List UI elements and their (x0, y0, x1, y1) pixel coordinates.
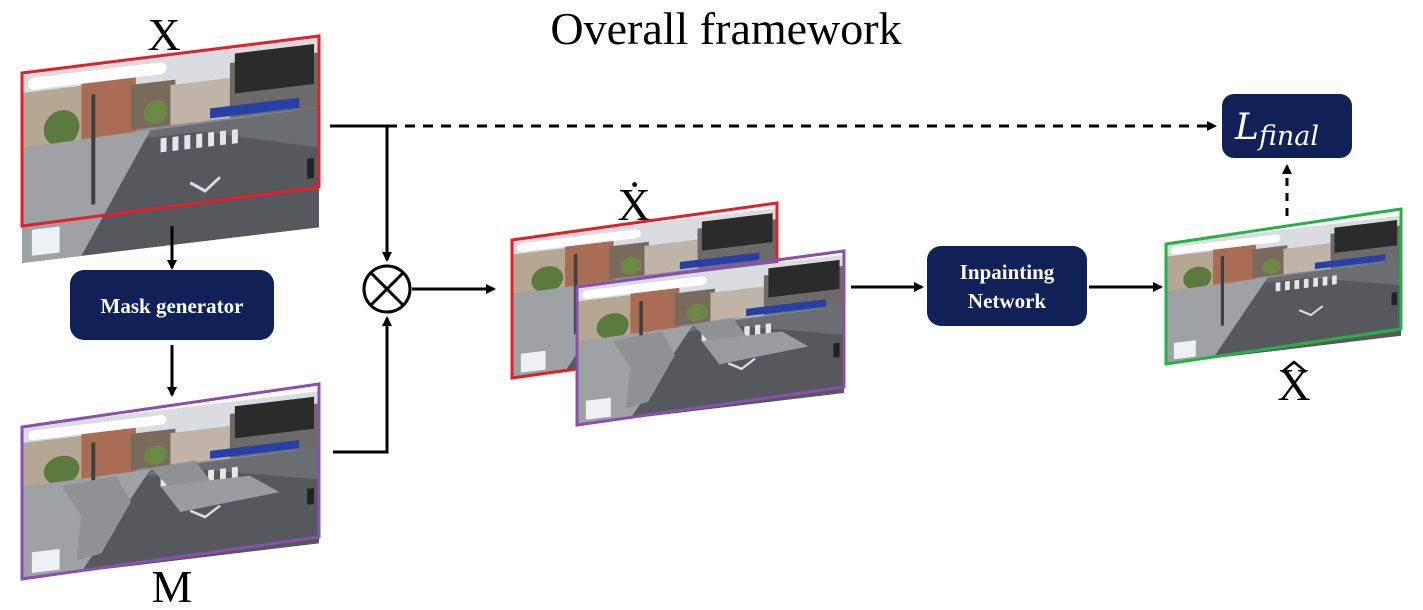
loss-base: L (1234, 107, 1259, 148)
loss-final-box: Lfinal (1222, 94, 1352, 158)
mask-generator-label: Mask generator (101, 294, 244, 318)
input-image-x (20, 34, 321, 263)
inpainting-label-line1: Inpainting (960, 260, 1055, 284)
mask-image-m (20, 382, 321, 581)
inpainting-network-box: Inpainting Network (927, 246, 1087, 326)
output-image-x-hat (1164, 207, 1403, 366)
loss-subscript: final (1257, 121, 1319, 152)
loss-label: Lfinal (1234, 107, 1319, 152)
diagram-title: Overall framework (550, 3, 901, 54)
connector-x-to-multiply (330, 124, 392, 262)
label-x: X (147, 9, 180, 60)
mask-generator-box: Mask generator (70, 270, 274, 340)
stacked-image-masked (575, 249, 846, 427)
inpainting-label-line2: Network (968, 289, 1046, 313)
hat-mark (1281, 360, 1307, 373)
label-m: M (152, 561, 193, 610)
circle-times-icon (362, 264, 412, 314)
connector-m-to-multiply (333, 316, 392, 454)
label-x-hat: X (1277, 359, 1310, 410)
